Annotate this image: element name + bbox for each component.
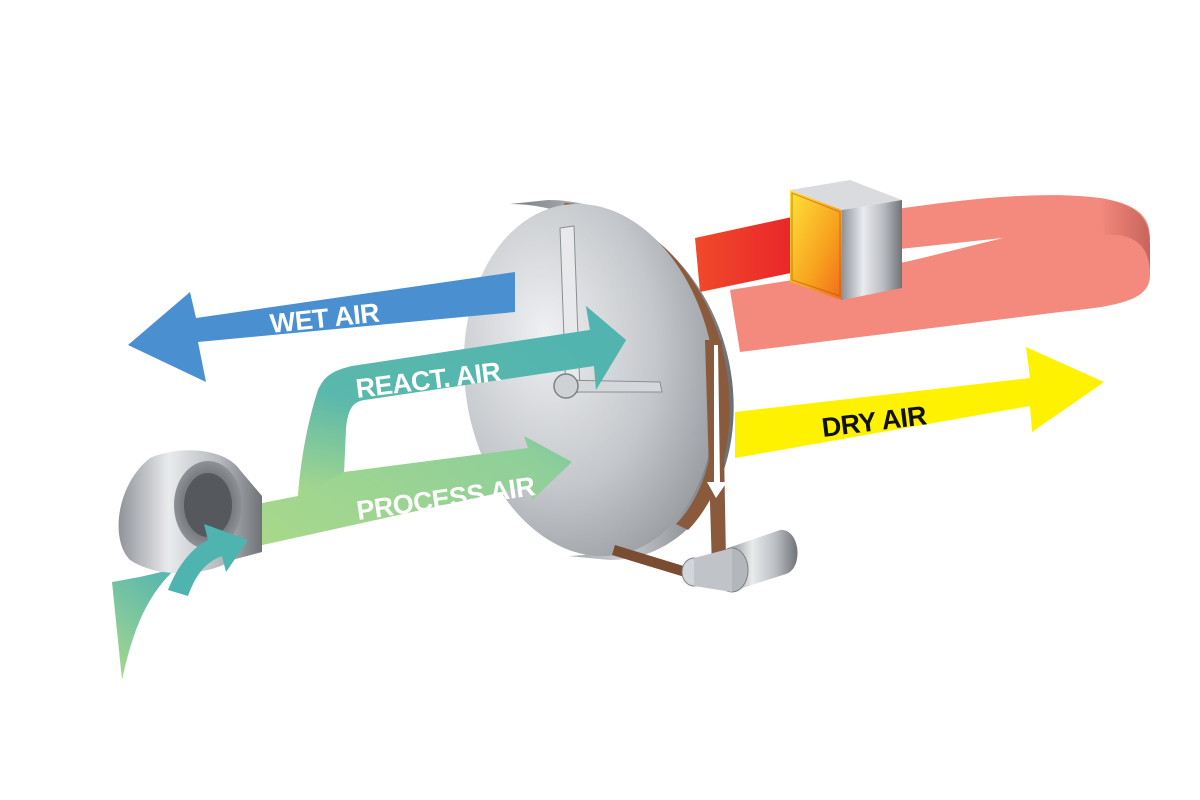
heated-air-fold [1100,198,1150,275]
rotation-arrow [707,345,727,498]
dry-air-arrow [735,347,1104,458]
drive-motor-icon [681,529,798,593]
fan-intake-arrow [168,524,248,596]
heater-box-icon [790,180,902,300]
wet-air-label: WET AIR [268,298,380,339]
heated-air-band [730,221,1150,352]
rotor-hub [553,373,579,399]
hot-air-duct [695,212,815,292]
heated-air-loop [730,195,1150,352]
drive-belt [612,340,727,578]
react-air-branch [298,306,626,496]
wet-air-arrow [128,272,515,382]
heated-air-top-band [890,195,1150,250]
